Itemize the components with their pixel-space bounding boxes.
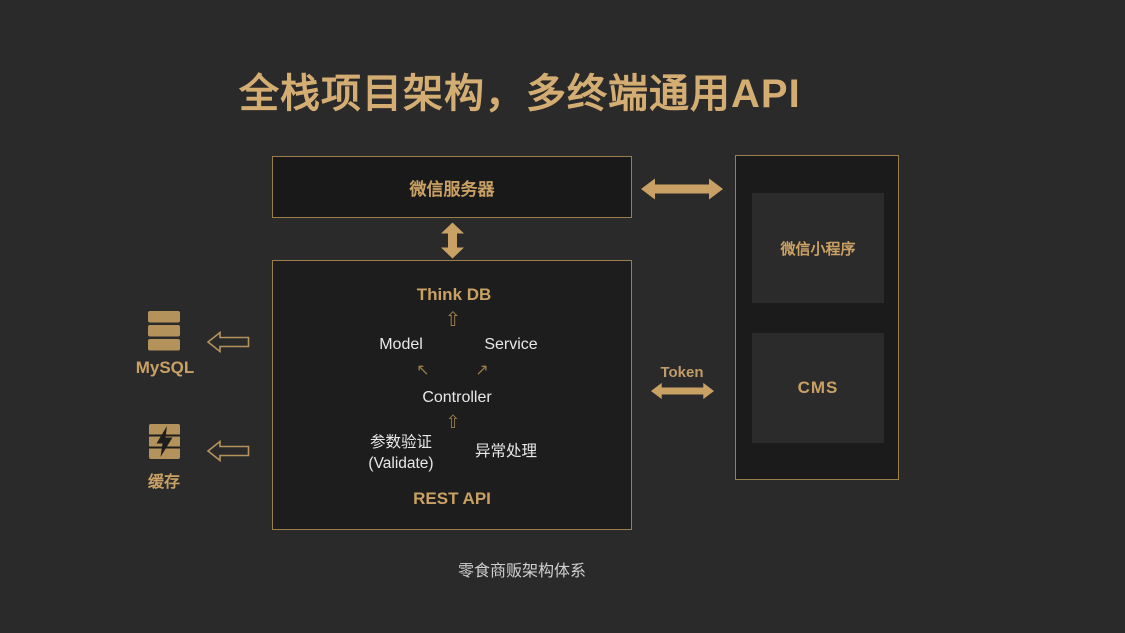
validate-label: 参数验证 (Validate) [368,432,433,474]
mini-program-label: 微信小程序 [780,240,856,258]
up-right-arrow-icon: ↗ [475,362,489,379]
validate-label-en: (Validate) [368,455,434,472]
cache-lightning-icon [149,424,180,459]
page-title: 全栈项目架构，多终端通用API [239,72,801,116]
diagram-caption: 零食商贩架构体系 [457,563,587,580]
up-arrow-icon: ⇧ [444,309,462,331]
mysql-database-icon [148,311,180,351]
rest-api-label: REST API [413,489,491,508]
clients-panel: 微信小程序 CMS [735,155,899,480]
cms-label: CMS [797,378,839,397]
wechat-server-box: 微信服务器 [272,156,632,218]
service-label: Service [484,336,538,353]
model-label: Model [379,336,423,353]
vertical-double-arrow-icon [441,222,464,259]
controller-label: Controller [422,389,492,406]
token-label: Token [660,364,704,381]
left-hollow-arrow-icon [206,331,250,353]
up-arrow-icon: ⇧ [445,412,461,432]
mini-program-box: 微信小程序 [752,193,884,303]
cms-box: CMS [752,333,884,443]
horizontal-double-arrow-icon [641,178,723,200]
cache-label: 缓存 [147,474,181,491]
up-left-arrow-icon: ↖ [416,362,430,379]
backend-box: Think DB ⇧ Model Service ↖ ↗ Controller … [272,260,632,530]
validate-label-cn: 参数验证 [369,434,432,451]
left-hollow-arrow-icon [206,440,250,462]
token-double-arrow-icon [650,382,715,400]
wechat-server-label: 微信服务器 [409,179,495,199]
exception-label: 异常处理 [474,443,538,460]
mysql-label: MySQL [135,358,195,377]
think-db-label: Think DB [416,285,492,304]
